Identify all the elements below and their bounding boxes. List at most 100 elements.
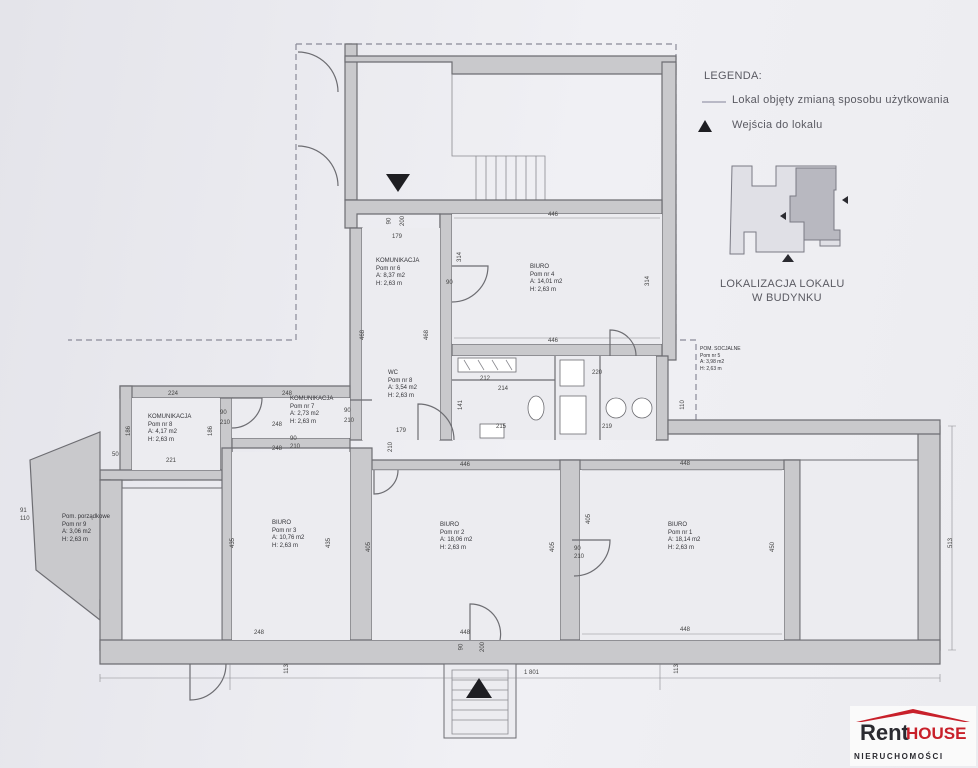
room-name: Pom. porządkowe [62,514,111,520]
dim-door-kom7-90: 90 [290,436,297,442]
dim-door-kom7-210: 210 [290,444,301,450]
upper-door-arcs [297,51,339,187]
dim-biuro1-left: 405 [586,513,593,525]
location-unit [789,167,841,241]
wall-biuro4-left [439,213,453,441]
room-number: Pom nr 9 [62,521,87,528]
room-height: H: 2,63 m [62,536,89,543]
dim-pom9-110: 110 [20,516,30,522]
dim-window-113: 113 [283,664,290,674]
dim-biuro1-right: 450 [770,541,777,553]
dim-socjal-bottom: 219 [602,424,613,430]
room-area: A: 10,76 m2 [272,535,305,541]
stair-lines [451,74,546,201]
wall-biuro4-bottom [451,343,663,357]
room-label-kom8: KOMUNIKACJA Pom nr 8 A: 4,17 m2 H: 2,63 … [148,414,191,444]
legend-area-label: Lokal objęty zmianą sposobu użytkowania [732,94,950,106]
dim-total-width: 1 801 [524,670,540,676]
dim-wc-bottom: 215 [496,424,507,430]
dim-kom8-top: 224 [168,391,179,397]
logo-text-house: HOUSE [906,724,967,743]
upper-wall [344,43,358,201]
dim-biuro2-left: 405 [366,541,373,553]
dim-east-height: 513 [948,537,955,549]
legend-title: LEGENDA: [704,70,763,82]
appliance-2 [631,397,653,419]
dim-wc-top: 214 [498,386,509,392]
room-number: Pom nr 4 [530,271,555,278]
wall-south [99,639,941,665]
door-arcs [189,265,637,701]
wc-partition [452,356,601,440]
dim-door-b1-210: 210 [574,554,585,560]
room-height: H: 2,63 m [530,286,557,293]
room-height: H: 2,63 m [668,544,695,551]
rent-house-logo: Rent HOUSE NIERUCHOMOŚCI [850,706,976,766]
dim-door-kom8-210: 210 [220,420,231,426]
wall-east-top [667,419,941,435]
room-biuro3-floor [232,452,350,640]
dim-pom9-91: 91 [20,508,27,514]
room-biuro4-floor [452,214,662,344]
room-name: POM. SOCJALNE [700,346,741,352]
room-label-socjal: POM. SOCJALNE Pom nr 5 A: 3,98 m2 H: 2,6… [700,346,741,372]
room-area: A: 2,73 m2 [290,411,320,417]
dim-kom8-bottom: 221 [166,458,177,464]
room-area: A: 3,06 m2 [62,529,92,535]
dim-kom6-right: 468 [424,329,431,341]
dim-entry-door-200: 200 [480,641,487,653]
dim-door-wc-90: 90 [344,408,351,414]
wall-socjal-right [655,355,669,441]
room-height: H: 2,63 m [388,392,415,399]
room-area: A: 8,37 m2 [376,273,406,279]
dim-biuro3-left: 435 [230,537,237,549]
upper-wall-top [344,55,677,75]
dim-door-wc-210: 210 [344,418,355,424]
dim-kom7-mid: 248 [272,422,283,428]
dim-door-top: 200 [400,215,407,227]
room-area: A: 18,14 m2 [668,537,701,543]
room-number: Pom nr 6 [376,265,401,272]
dim-wc-212: 212 [480,376,491,382]
washbasin [479,423,505,439]
dim-biuro4-left: 314 [457,251,464,263]
sink-unit [559,395,587,435]
room-name: WC [388,370,398,376]
dim-socjal-110: 110 [679,400,686,410]
room-label-biuro1: BIURO Pom nr 1 A: 18,14 m2 H: 2,63 m [668,522,700,552]
dim-door-biuro4: 90 [446,280,453,286]
dim-biuro4-bottom: 446 [548,338,559,344]
logo-text-nieruchomosci: NIERUCHOMOŚCI [854,752,944,761]
room-name: BIURO [272,520,292,526]
room-area: A: 4,17 m2 [148,429,178,435]
dim-kom7-top: 248 [282,391,293,397]
radiators [457,357,517,373]
logo-text-rent: Rent [860,720,909,745]
room-label-pom9: Pom. porządkowe Pom nr 9 A: 3,06 m2 H: 2… [62,514,110,544]
room-label-biuro4: BIURO Pom nr 4 A: 14,01 m2 H: 2,63 m [530,264,562,294]
dim-kom8-right: 186 [208,425,215,437]
dim-biuro1-top: 448 [680,461,691,467]
dim-biuro1-bottom: 448 [680,627,691,633]
location-title-1: LOKALIZACJA LOKALU [720,278,845,290]
room-number: Pom nr 1 [668,529,693,536]
room-biuro1-floor [580,470,784,640]
room-name: KOMUNIKACJA [376,258,420,264]
entrance-stairs [443,663,517,739]
room-label-kom6: KOMUNIKACJA Pom nr 6 A: 8,37 m2 H: 2,63 … [376,258,419,288]
neighbour-boundary-left [68,44,297,341]
room-name: BIURO [530,264,550,270]
room-name: BIURO [440,522,460,528]
fridge [559,359,585,387]
dim-socjal-top: 220 [592,370,603,376]
room-number: Pom nr 7 [290,403,315,410]
room-height: H: 2,63 m [272,542,299,549]
room-area: A: 3,54 m2 [388,385,418,391]
room-height: H: 2,63 m [148,436,175,443]
wall-east [917,425,941,651]
appliance-1 [605,397,627,419]
room-number: Pom nr 3 [272,527,297,534]
location-title-2: W BUDYNKU [752,292,822,304]
